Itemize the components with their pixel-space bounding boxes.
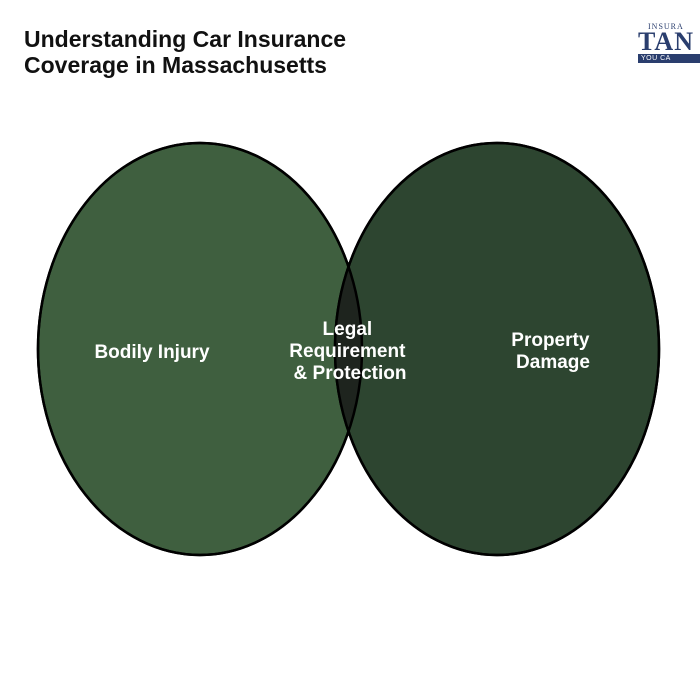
- label-legal-line-3: & Protection: [294, 363, 407, 384]
- label-property-line-2: Damage: [516, 352, 590, 373]
- venn-circle-right-outline: [333, 141, 661, 557]
- label-property-damage: Property Damage: [511, 330, 594, 373]
- title-line-1: Understanding Car Insurance: [24, 26, 347, 52]
- label-legal-line-1: Legal: [323, 319, 373, 340]
- label-property-line-1: Property: [511, 330, 590, 351]
- page-title: Understanding Car Insurance Coverage in …: [24, 26, 444, 78]
- label-bodily-injury: Bodily Injury: [94, 342, 210, 363]
- venn-circle-left-outline: [36, 141, 364, 557]
- brand-logo: INSURA TAN YOU CA: [636, 22, 700, 64]
- title-line-2: Coverage in Massachusetts: [24, 52, 327, 78]
- logo-band-text: YOU CA: [638, 54, 700, 63]
- logo-main-text: TAN: [638, 27, 694, 56]
- label-legal-line-2: Requirement: [289, 341, 406, 362]
- label-legal-requirement: Legal Requirement & Protection: [289, 319, 410, 384]
- logo-top-text: INSURA: [648, 22, 684, 31]
